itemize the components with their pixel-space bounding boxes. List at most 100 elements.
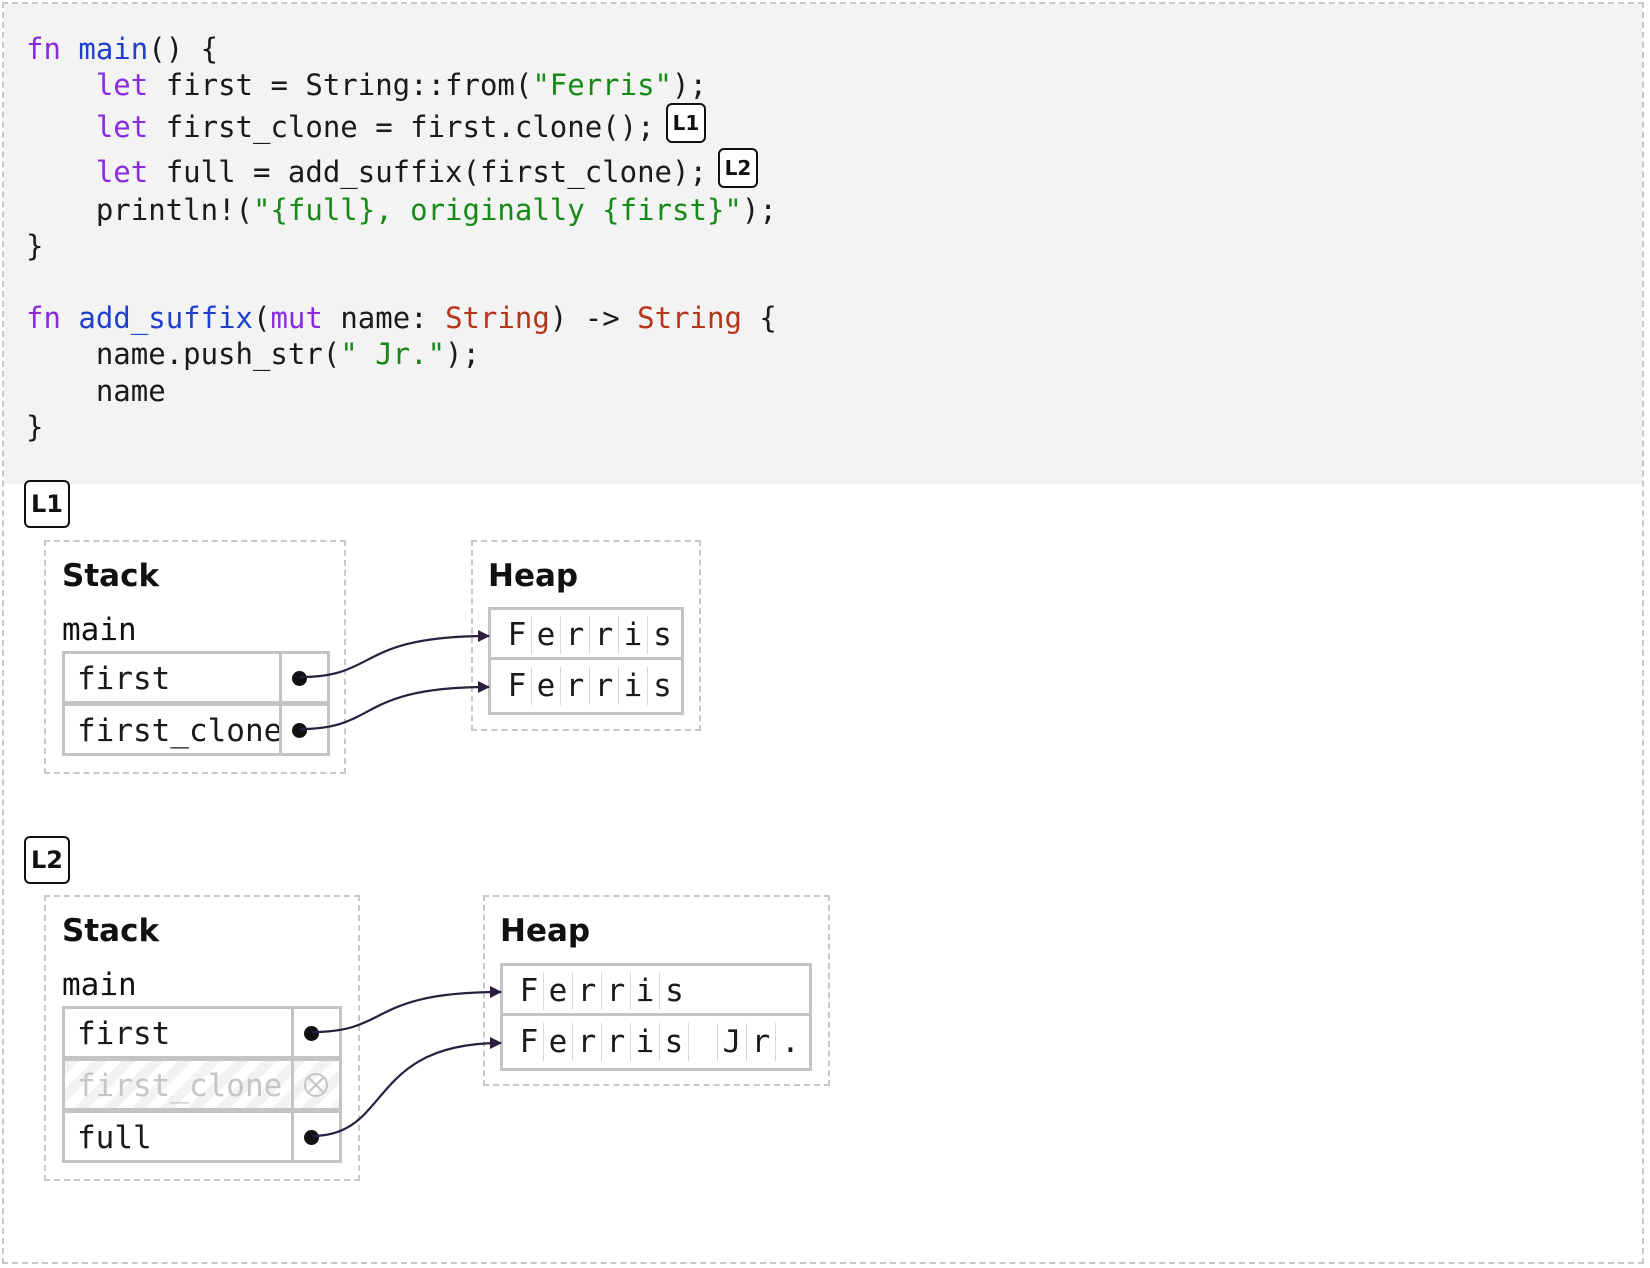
heap-char: F xyxy=(515,972,544,1010)
heap-box xyxy=(483,895,830,1086)
code-token: first = String::from( xyxy=(148,68,533,102)
heap-char: s xyxy=(653,668,672,704)
code-token: ( xyxy=(253,301,271,335)
inline-badge-l1: L1 xyxy=(666,103,706,143)
heap-char: e xyxy=(544,1023,573,1061)
heap-char: s xyxy=(653,617,672,653)
code-line: let first = String::from("Ferris"); xyxy=(26,66,707,104)
stack-var-name: first xyxy=(77,661,171,697)
code-token: mut xyxy=(270,301,323,335)
heap-char: r xyxy=(747,1023,776,1061)
stack-frame-name: main xyxy=(62,612,137,648)
heap-char: e xyxy=(532,667,561,705)
code-token: } xyxy=(26,410,44,444)
code-line: } xyxy=(26,227,43,265)
stack-var-first: first xyxy=(62,651,330,704)
stack-var-value xyxy=(279,706,327,753)
heap-char: F xyxy=(503,667,532,705)
code-token: let xyxy=(95,68,149,102)
stack-var-first: first xyxy=(62,1006,342,1059)
heap-char: e xyxy=(532,616,561,654)
heap-char: r xyxy=(561,616,590,654)
stack-var-value xyxy=(291,1009,339,1056)
heap-char: i xyxy=(619,667,648,705)
code-token: first_clone = first.clone(); xyxy=(148,110,655,144)
heap-char: r xyxy=(590,616,619,654)
heap-char: r xyxy=(602,972,631,1010)
heap-char: F xyxy=(515,1023,544,1061)
code-line: fn add_suffix(mut name: String) -> Strin… xyxy=(26,299,777,337)
stack-title: Stack xyxy=(62,558,160,594)
stack-var-first-clone: first_clone xyxy=(62,703,330,756)
stack-var-value xyxy=(291,1113,339,1160)
stack-var-value xyxy=(279,654,327,701)
step-badge-l1: L1 xyxy=(24,480,70,528)
code-token: String xyxy=(637,301,742,335)
code-token: name: xyxy=(322,301,446,335)
code-token: ); xyxy=(672,68,707,102)
code-token: () { xyxy=(148,32,219,66)
code-token: let xyxy=(95,110,149,144)
code-token: { xyxy=(741,301,777,335)
pointer-arrow xyxy=(299,630,490,679)
code-token: add_suffix xyxy=(78,301,253,335)
heap-char: r xyxy=(573,1023,602,1061)
heap-title: Heap xyxy=(488,558,579,594)
step-badge-l2: L2 xyxy=(24,836,70,884)
code-token: fn xyxy=(26,32,79,66)
heap-char: r xyxy=(573,972,602,1010)
code-token: fn xyxy=(26,301,79,335)
code-token: "{full}, originally {first}" xyxy=(252,193,742,227)
stack-box xyxy=(44,540,346,774)
stack-var-name: first_clone xyxy=(77,1068,283,1104)
heap-char: e xyxy=(544,972,573,1010)
heap-char: s xyxy=(665,973,684,1009)
code-line: name.push_str(" Jr."); xyxy=(26,335,480,373)
dot-icon xyxy=(292,722,307,738)
code-line: println!("{full}, originally {first}"); xyxy=(26,191,777,229)
heap-char xyxy=(689,1023,718,1061)
code-token: println!( xyxy=(26,193,253,227)
code-line: name xyxy=(26,372,166,410)
code-token: "Ferris" xyxy=(532,68,673,102)
heap-char: r xyxy=(561,667,590,705)
code-block: fn main() { let first = String::from("Fe… xyxy=(4,4,1642,484)
dot-icon xyxy=(304,1025,319,1041)
heap-char: r xyxy=(590,667,619,705)
stack-var-name: first_clone xyxy=(77,713,283,749)
code-token: name.push_str( xyxy=(26,337,341,371)
stack-var-name: first xyxy=(77,1016,171,1052)
heap-char: . xyxy=(781,1024,800,1060)
code-token: String xyxy=(445,301,550,335)
code-token: main xyxy=(78,32,149,66)
code-line: } xyxy=(26,408,43,446)
heap-char: i xyxy=(631,1023,660,1061)
pointer-arrow xyxy=(311,986,502,1034)
code-token: ); xyxy=(741,193,777,227)
heap-char: F xyxy=(503,616,532,654)
code-line: fn main() { xyxy=(26,30,218,68)
stack-title: Stack xyxy=(62,913,160,949)
code-token: " Jr." xyxy=(340,337,446,371)
stack-var-first-clone: first_clone xyxy=(62,1058,342,1111)
code-token: ) -> xyxy=(549,301,638,335)
code-token: ); xyxy=(445,337,480,371)
pointer-arrow xyxy=(299,681,490,731)
stack-box xyxy=(44,895,360,1181)
stack-frame-name: main xyxy=(62,967,137,1003)
circle-x-icon xyxy=(304,1072,328,1097)
heap-title: Heap xyxy=(500,913,591,949)
pointer-arrow xyxy=(311,1037,502,1138)
heap-char: i xyxy=(619,616,648,654)
code-token: name xyxy=(26,374,166,408)
stack-var-value xyxy=(291,1061,339,1108)
code-token: full = add_suffix(first_clone); xyxy=(148,155,707,189)
heap-char: J xyxy=(718,1023,747,1061)
